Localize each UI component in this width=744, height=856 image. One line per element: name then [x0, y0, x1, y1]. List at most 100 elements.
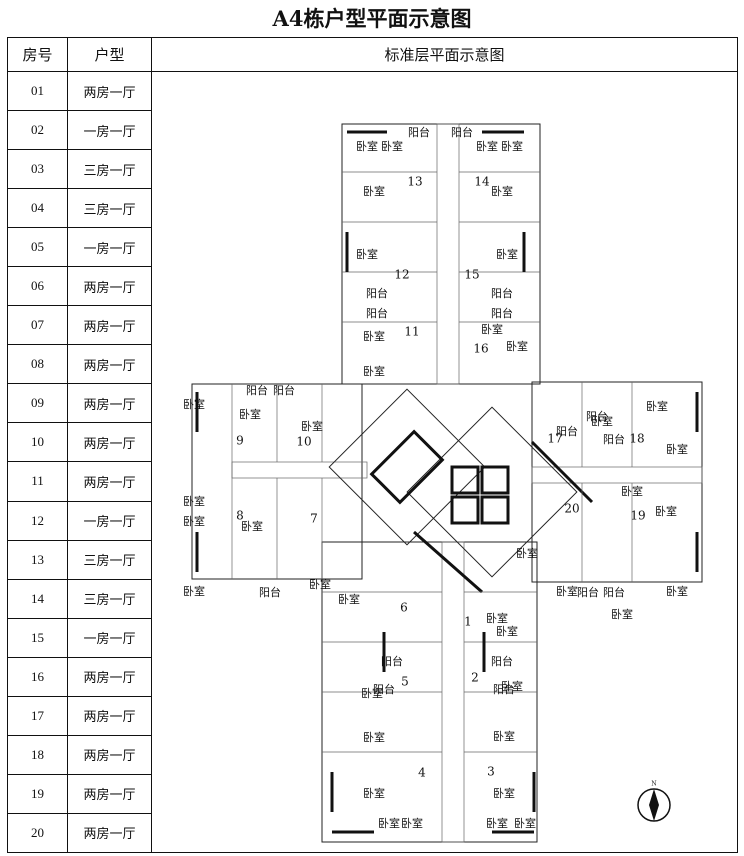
balcony-label: 阳台: [603, 432, 625, 446]
core-east-diamond: [406, 406, 578, 578]
room-number-cell: 18: [7, 734, 68, 775]
unit-number-label: 20: [564, 502, 579, 516]
unit-type-cell: 一房一厅: [67, 110, 152, 151]
stair-shaft: [369, 429, 445, 505]
unit-number-label: 10: [296, 435, 311, 449]
balcony-label: 阳台: [491, 654, 513, 668]
unit-type-cell: 三房一厅: [67, 188, 152, 229]
room-number-cell: 05: [7, 227, 68, 268]
bedroom-label: 卧室: [516, 546, 538, 560]
bedroom-label: 卧室: [646, 399, 668, 413]
balcony-label: 阳台: [246, 383, 268, 397]
bedroom-label: 卧室: [621, 484, 643, 498]
unit-type-cell: 一房一厅: [67, 500, 152, 541]
bedroom-label: 卧室: [183, 514, 205, 528]
bedroom-label: 卧室: [493, 729, 515, 743]
bedroom-label: 卧室: [611, 607, 633, 621]
unit-number-label: 5: [401, 675, 409, 689]
bedroom-label: 卧室: [481, 322, 503, 336]
room-number-cell: 07: [7, 305, 68, 346]
unit-number-label: 14: [474, 175, 490, 189]
unit-type-cell: 两房一厅: [67, 70, 152, 112]
balcony-label: 阳台: [366, 286, 388, 300]
unit-number-label: 17: [547, 432, 562, 446]
core-wall-ne: [530, 440, 594, 504]
unit-number-label: 4: [418, 766, 426, 780]
balcony-label: 阳台: [366, 306, 388, 320]
room-number-cell: 08: [7, 344, 68, 385]
unit-type-cell: 三房一厅: [67, 578, 152, 619]
balcony-label: 阳台: [556, 424, 578, 438]
bedroom-label: 卧室: [491, 184, 513, 198]
header-floor-plan: 标准层平面示意图: [151, 37, 738, 72]
room-number-cell: 12: [7, 500, 68, 541]
unit-number-label: 3: [487, 765, 495, 779]
balcony-label: 阳台: [259, 585, 281, 599]
header-room-number: 房号: [7, 37, 68, 72]
unit-number-label: 8: [236, 509, 244, 523]
room-number-cell: 17: [7, 695, 68, 736]
unit-number-label: 7: [310, 512, 318, 526]
unit-type-cell: 三房一厅: [67, 539, 152, 580]
unit-number-label: 11: [404, 325, 419, 339]
bedroom-label: 卧室: [514, 816, 536, 830]
bedroom-label: 卧室: [378, 816, 400, 830]
balcony-label: 阳台: [373, 682, 395, 696]
bedroom-label: 卧室: [486, 611, 508, 625]
heavy-walls: [195, 130, 699, 834]
unit-type-cell: 一房一厅: [67, 617, 152, 658]
room-partitions: [231, 171, 633, 753]
unit-type-cell: 两房一厅: [67, 422, 152, 463]
bedroom-label: 卧室: [356, 139, 378, 153]
elevator-4: [480, 495, 510, 525]
bedroom-label: 卧室: [363, 364, 385, 378]
core-west-diamond: [328, 388, 486, 546]
bedroom-label: 卧室: [301, 419, 323, 433]
unit-type-cell: 两房一厅: [67, 656, 152, 697]
unit-number-label: 9: [236, 434, 244, 448]
unit-number-label: 1: [464, 615, 472, 629]
room-number-cell: 02: [7, 110, 68, 151]
room-number-cell: 15: [7, 617, 68, 658]
balcony-label: 阳台: [408, 125, 430, 139]
table-header-row: 房号 户型 标准层平面示意图: [7, 37, 738, 72]
bedroom-label: 卧室: [183, 397, 205, 411]
room-number-cell: 14: [7, 578, 68, 619]
bedroom-label: 卧室: [363, 730, 385, 744]
unit-type-cell: 两房一厅: [67, 461, 152, 502]
unit-type-cell: 两房一厅: [67, 344, 152, 385]
north-corridor: [436, 123, 460, 385]
compass-needle: [649, 789, 659, 821]
elevator-1: [450, 465, 480, 495]
elevator-3: [450, 495, 480, 525]
unit-number-label: 2: [471, 671, 479, 685]
bedroom-label: 卧室: [309, 577, 331, 591]
bedroom-label: 卧室: [496, 624, 518, 638]
bedroom-label: 卧室: [501, 139, 523, 153]
bedroom-label: 卧室: [655, 504, 677, 518]
bedroom-label: 卧室: [239, 407, 261, 421]
bedroom-label: 卧室: [501, 679, 523, 693]
balcony-label: 阳台: [381, 654, 403, 668]
bedroom-label: 卧室: [556, 584, 578, 598]
header-unit-type: 户型: [67, 37, 152, 72]
bedroom-label: 卧室: [183, 494, 205, 508]
room-number-cell: 03: [7, 149, 68, 190]
bedroom-label: 卧室: [496, 247, 518, 261]
room-number-cell: 06: [7, 266, 68, 307]
bedroom-label: 卧室: [183, 584, 205, 598]
room-number-cell: 13: [7, 539, 68, 580]
floor-plan-diagram: 卧室卧室卧室卧室卧室卧室卧室卧室卧室卧室卧室卧室卧室卧室卧室卧室卧室卧室卧室卧室…: [183, 123, 703, 843]
room-number-cell: 19: [7, 773, 68, 814]
balcony-label: 阳台: [451, 125, 473, 139]
